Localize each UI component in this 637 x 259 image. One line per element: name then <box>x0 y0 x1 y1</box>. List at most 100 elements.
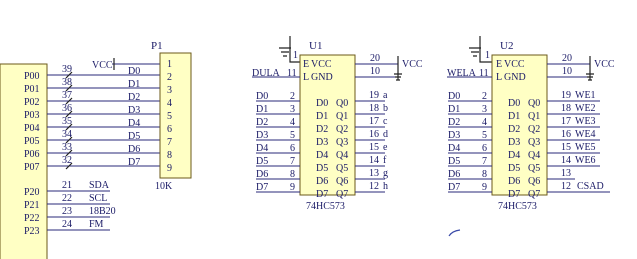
u2-input-net: D4 <box>448 143 460 154</box>
u2-inner-d: D3 <box>508 137 520 148</box>
u1-gnd-pin: 10 <box>370 66 380 77</box>
u2-inner-q: Q5 <box>528 163 540 174</box>
u2-input-net: D7 <box>448 182 460 193</box>
p1-net-label: D1 <box>128 79 140 90</box>
u2-input-pin: 8 <box>482 169 487 180</box>
u2-pin-vcc: VCC <box>504 59 525 70</box>
u1-inner-d: D0 <box>316 98 328 109</box>
u2-inner-q: Q0 <box>528 98 540 109</box>
u1-vcc-label: VCC <box>402 59 423 70</box>
mcu-body <box>0 63 48 259</box>
mcu-lower-net: SCL <box>89 193 107 204</box>
u2-inputs: D0 D1 D2 D3 D4 D5 D6 D7 2 3 4 5 6 7 8 9 <box>448 91 492 193</box>
u2-pin-e: E <box>496 59 502 70</box>
u1-ref: U1 <box>309 40 322 52</box>
u1-input-net: D7 <box>256 182 268 193</box>
mcu-pin-label: P05 <box>24 136 40 147</box>
u2-input-net: D1 <box>448 104 460 115</box>
p1-net-label: D7 <box>128 157 140 168</box>
u2-input-pin: 7 <box>482 156 487 167</box>
mcu-pin-label: P04 <box>24 123 40 134</box>
u2-vcc-pin: 20 <box>562 53 572 64</box>
mcu-block: P00 P01 P02 P03 P04 P05 P06 P07 39 38 37… <box>0 63 160 259</box>
u1-pin-vcc: VCC <box>311 59 332 70</box>
u2-inner-q: Q6 <box>528 176 540 187</box>
u2-ref: U2 <box>500 40 513 52</box>
u1-input-net: D2 <box>256 117 268 128</box>
u2-input-pin: 4 <box>482 117 487 128</box>
u1-output-net: f <box>383 155 387 166</box>
u1-input-net: D5 <box>256 156 268 167</box>
u1-output-net: d <box>383 129 388 140</box>
mcu-pin-label: P07 <box>24 162 40 173</box>
u2-pin-gnd: GND <box>504 72 526 83</box>
u2-inner-d: D4 <box>508 150 520 161</box>
u2-input-net: D3 <box>448 130 460 141</box>
u1-block: U1 1 E VCC L GND DULA 11 20 10 VCC D0 D1… <box>252 36 423 212</box>
u1-vcc-pin: 20 <box>370 53 380 64</box>
u1-pin-gnd: GND <box>311 72 333 83</box>
p1-pin-number: 6 <box>167 124 172 135</box>
u2-input-net: D0 <box>448 91 460 102</box>
p1-net-label: D3 <box>128 105 140 116</box>
u1-inner-d: D2 <box>316 124 328 135</box>
mcu-lower-pin-number: 21 <box>62 180 72 191</box>
bus-ticks <box>65 71 73 170</box>
u2-output-pin: 19 <box>561 90 571 101</box>
u2-block: U2 1 E VCC L GND WELA 11 20 10 VCC D0 D1… <box>447 36 615 212</box>
bus-wires <box>47 74 160 167</box>
p1-net-label: D5 <box>128 131 140 142</box>
u2-ground-icon <box>469 36 492 63</box>
u2-inner-d: D1 <box>508 111 520 122</box>
u1-input-pin: 3 <box>290 104 295 115</box>
u2-output-pin: 17 <box>561 116 571 127</box>
u2-input-pin: 9 <box>482 182 487 193</box>
u2-vcc-ground-icon <box>586 56 594 81</box>
u1-output-pin: 18 <box>369 103 379 114</box>
u1-inner-d: D4 <box>316 150 328 161</box>
u2-vcc-label: VCC <box>594 59 615 70</box>
p1-pin-number: 8 <box>167 150 172 161</box>
u1-pin-l: L <box>303 72 309 83</box>
u1-outputs: 19 18 17 16 15 14 13 12 a b c d e f g h <box>355 90 388 193</box>
u1-input-pin: 9 <box>290 182 295 193</box>
u2-inner-d: D6 <box>508 176 520 187</box>
p1-pin-number: 1 <box>167 59 172 70</box>
p1-ref: P1 <box>151 40 163 52</box>
u2-gnd-pin: 10 <box>562 66 572 77</box>
u1-vcc-ground-icon <box>394 56 402 81</box>
u2-inner-q: Q3 <box>528 137 540 148</box>
u2-inner-q: Q4 <box>528 150 540 161</box>
u2-output-net: WE4 <box>575 129 596 140</box>
mcu-lower-pin-number: 23 <box>62 206 72 217</box>
u1-output-pin: 12 <box>369 181 379 192</box>
u1-input-net: D6 <box>256 169 268 180</box>
u1-input-net: D0 <box>256 91 268 102</box>
mcu-lower-pin-number: 22 <box>62 193 72 204</box>
mcu-lower-pin-label: P22 <box>24 213 40 224</box>
u2-latch-pin: 11 <box>479 68 489 79</box>
u2-input-pin: 5 <box>482 130 487 141</box>
u1-input-pin: 5 <box>290 130 295 141</box>
p1-value: 10K <box>155 181 173 192</box>
mcu-pin-number: 33 <box>62 142 72 153</box>
p1-block: P1 VCC 1 2 3 4 5 6 7 8 9 D0 D1 D2 D3 D4 … <box>92 40 192 192</box>
u1-inner-q: Q0 <box>336 98 348 109</box>
mcu-pin-number: 37 <box>62 90 72 101</box>
u1-output-pin: 14 <box>369 155 379 166</box>
u2-body <box>491 54 548 196</box>
u2-inner-labels: D0 D1 D2 D3 D4 D5 D6 D7 Q0 Q1 Q2 Q3 Q4 Q… <box>508 98 540 200</box>
u1-output-net: g <box>383 168 388 179</box>
u1-body <box>299 54 356 196</box>
u1-inner-q: Q7 <box>336 189 348 200</box>
u1-output-net: e <box>383 142 388 153</box>
u2-output-pin: 15 <box>561 142 571 153</box>
p1-pin-number: 4 <box>167 98 172 109</box>
u1-inner-d: D3 <box>316 137 328 148</box>
u1-part: 74HC573 <box>306 201 345 212</box>
lower-wires <box>47 190 110 231</box>
p1-pin-number: 5 <box>167 111 172 122</box>
p1-pin-number: 2 <box>167 72 172 83</box>
u1-latch-net: DULA <box>252 68 281 79</box>
